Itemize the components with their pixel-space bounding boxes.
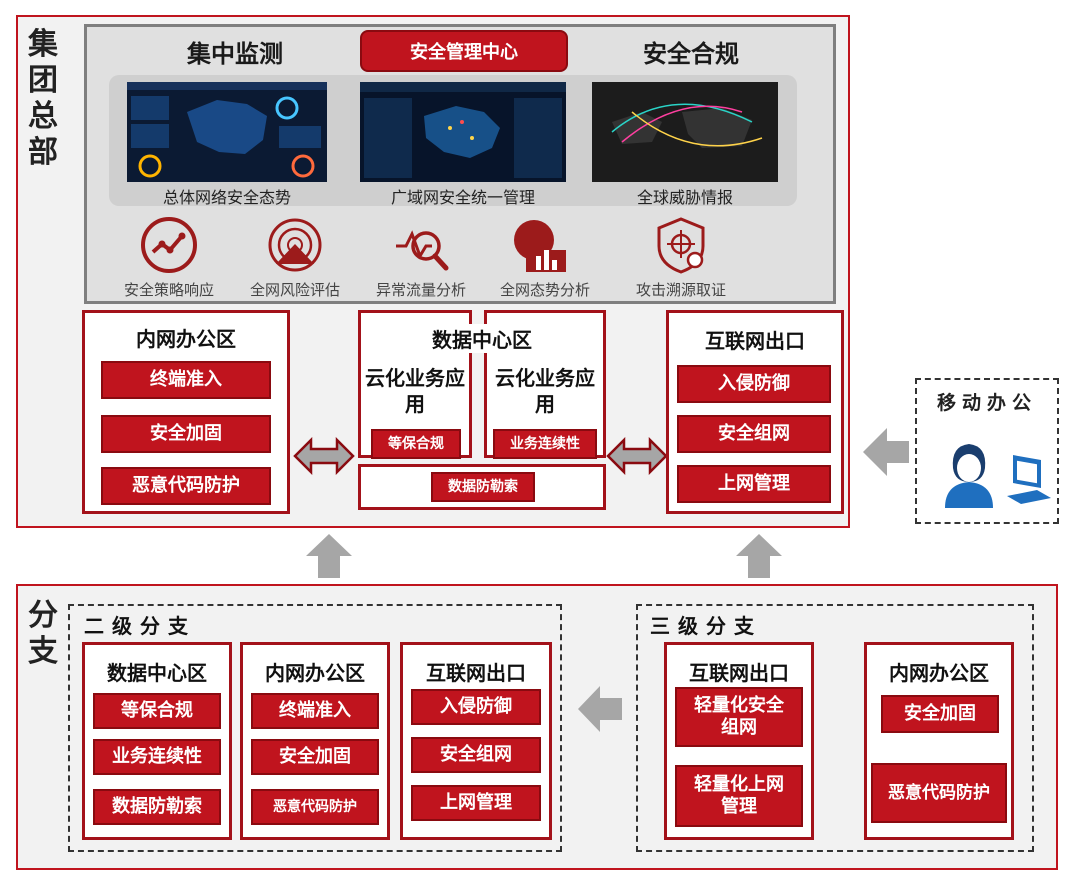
traffic-search-icon xyxy=(392,216,450,274)
capability-label: 攻击溯源取证 xyxy=(635,281,726,299)
radar-icon xyxy=(266,216,324,274)
anti-ransomware-button[interactable]: 数据防勒索 xyxy=(93,789,221,825)
hq-side-char: 部 xyxy=(28,135,58,170)
intrusion-prevention-button[interactable]: 入侵防御 xyxy=(677,365,831,403)
lightweight-internet-management-button[interactable]: 轻量化上网管理 xyxy=(675,765,803,827)
cloud-app-label: 云化业务应用 xyxy=(495,366,595,416)
overall-security-posture-screen xyxy=(127,82,327,182)
l2-datacenter-zone: 数据中心区 等保合规 业务连续性 数据防勒索 xyxy=(82,642,232,840)
intrusion-prevention-button[interactable]: 入侵防御 xyxy=(411,689,541,725)
wan-screenshot xyxy=(360,82,566,182)
secure-networking-button[interactable]: 安全组网 xyxy=(677,415,831,453)
security-hardening-button[interactable]: 安全加固 xyxy=(881,695,999,733)
secure-networking-button[interactable]: 安全组网 xyxy=(411,737,541,773)
security-hardening-button[interactable]: 安全加固 xyxy=(101,415,271,453)
zone-title: 数据中心区 xyxy=(107,661,207,685)
zone-title: 内网办公区 xyxy=(265,661,365,685)
person-icon xyxy=(939,440,999,508)
branch-side-title: 分 支 xyxy=(22,598,64,670)
l3-internet-zone: 互联网出口 轻量化安全组网 轻量化上网管理 xyxy=(664,642,814,840)
shield-target-icon xyxy=(652,216,710,274)
graded-protection-button[interactable]: 等保合规 xyxy=(93,693,221,729)
cloud-app-label: 云化业务应用 xyxy=(365,366,465,416)
capability-label: 全网态势分析 xyxy=(499,281,590,299)
zone-title: 互联网出口 xyxy=(689,661,789,685)
arrow-left-icon xyxy=(578,686,622,732)
arrow-up-icon xyxy=(736,534,782,578)
capability-label: 安全策略响应 xyxy=(123,281,214,299)
security-hardening-button[interactable]: 安全加固 xyxy=(251,739,379,775)
malware-protection-button[interactable]: 恶意代码防护 xyxy=(871,763,1007,823)
internet-access-management-button[interactable]: 上网管理 xyxy=(677,465,831,503)
anti-ransomware-zone: 数据防勒索 xyxy=(358,464,606,510)
l2-intranet-zone: 内网办公区 终端准入 安全加固 恶意代码防护 xyxy=(240,642,390,840)
screen-caption: 全球威胁情报 xyxy=(636,188,733,207)
cloud-app-left: 云化业务应用 等保合规 xyxy=(358,310,472,459)
arrow-left-icon xyxy=(863,428,909,476)
capability-label: 异常流量分析 xyxy=(375,281,466,299)
level2-title: 二级分支 xyxy=(84,614,196,638)
l2-internet-zone: 互联网出口 入侵防御 安全组网 上网管理 xyxy=(400,642,552,840)
capability-label: 全网风险评估 xyxy=(249,281,340,299)
terminal-access-button[interactable]: 终端准入 xyxy=(101,361,271,399)
hq-intranet-zone: 内网办公区 终端准入 安全加固 恶意代码防护 xyxy=(82,310,290,514)
mobile-office-box: 移动办公 xyxy=(915,378,1059,524)
l3-intranet-zone: 内网办公区 安全加固 恶意代码防护 xyxy=(864,642,1014,840)
level3-title: 三级分支 xyxy=(650,614,762,638)
zone-title: 互联网出口 xyxy=(426,661,526,685)
internet-access-management-button[interactable]: 上网管理 xyxy=(411,785,541,821)
zone-title: 内网办公区 xyxy=(136,327,236,351)
trend-line-icon xyxy=(140,216,198,274)
datacenter-title: 数据中心区 xyxy=(400,324,564,353)
graded-protection-button[interactable]: 等保合规 xyxy=(371,429,461,459)
hq-side-char: 集 xyxy=(28,27,58,62)
security-compliance-title: 安全合规 xyxy=(643,40,739,68)
threat-map-screenshot xyxy=(592,82,778,182)
wan-management-screen xyxy=(360,82,566,182)
global-threat-screen xyxy=(592,82,778,182)
hq-side-char: 团 xyxy=(28,63,58,98)
cloud-chart-icon xyxy=(508,216,566,274)
arrow-up-icon xyxy=(306,534,352,578)
hq-side-title: 集 团 总 部 xyxy=(22,27,64,171)
dashboard-screenshot xyxy=(127,82,327,182)
business-continuity-button[interactable]: 业务连续性 xyxy=(493,429,597,459)
branch-side-char: 分 xyxy=(28,598,58,633)
malware-protection-button[interactable]: 恶意代码防护 xyxy=(101,467,271,505)
zone-title: 互联网出口 xyxy=(705,329,805,353)
level2-branch-box xyxy=(68,604,562,852)
centralized-monitoring-title: 集中监测 xyxy=(187,40,283,68)
security-management-center-tab[interactable]: 安全管理中心 xyxy=(360,30,568,72)
anti-ransomware-button[interactable]: 数据防勒索 xyxy=(431,472,535,502)
bidirectional-arrow-icon xyxy=(293,436,355,476)
branch-side-char: 支 xyxy=(28,634,58,669)
screen-caption: 广域网安全统一管理 xyxy=(390,188,535,207)
screen-caption: 总体网络安全态势 xyxy=(162,188,291,207)
lightweight-secure-networking-button[interactable]: 轻量化安全组网 xyxy=(675,687,803,747)
hq-side-char: 总 xyxy=(28,99,58,134)
computer-icon xyxy=(1007,450,1051,506)
hq-internet-zone: 互联网出口 入侵防御 安全组网 上网管理 xyxy=(666,310,844,514)
level3-branch-box xyxy=(636,604,1034,852)
zone-title: 内网办公区 xyxy=(889,661,989,685)
terminal-access-button[interactable]: 终端准入 xyxy=(251,693,379,729)
mobile-office-title: 移动办公 xyxy=(936,392,1037,414)
malware-protection-button[interactable]: 恶意代码防护 xyxy=(251,789,379,825)
bidirectional-arrow-icon xyxy=(606,436,668,476)
business-continuity-button[interactable]: 业务连续性 xyxy=(93,739,221,775)
